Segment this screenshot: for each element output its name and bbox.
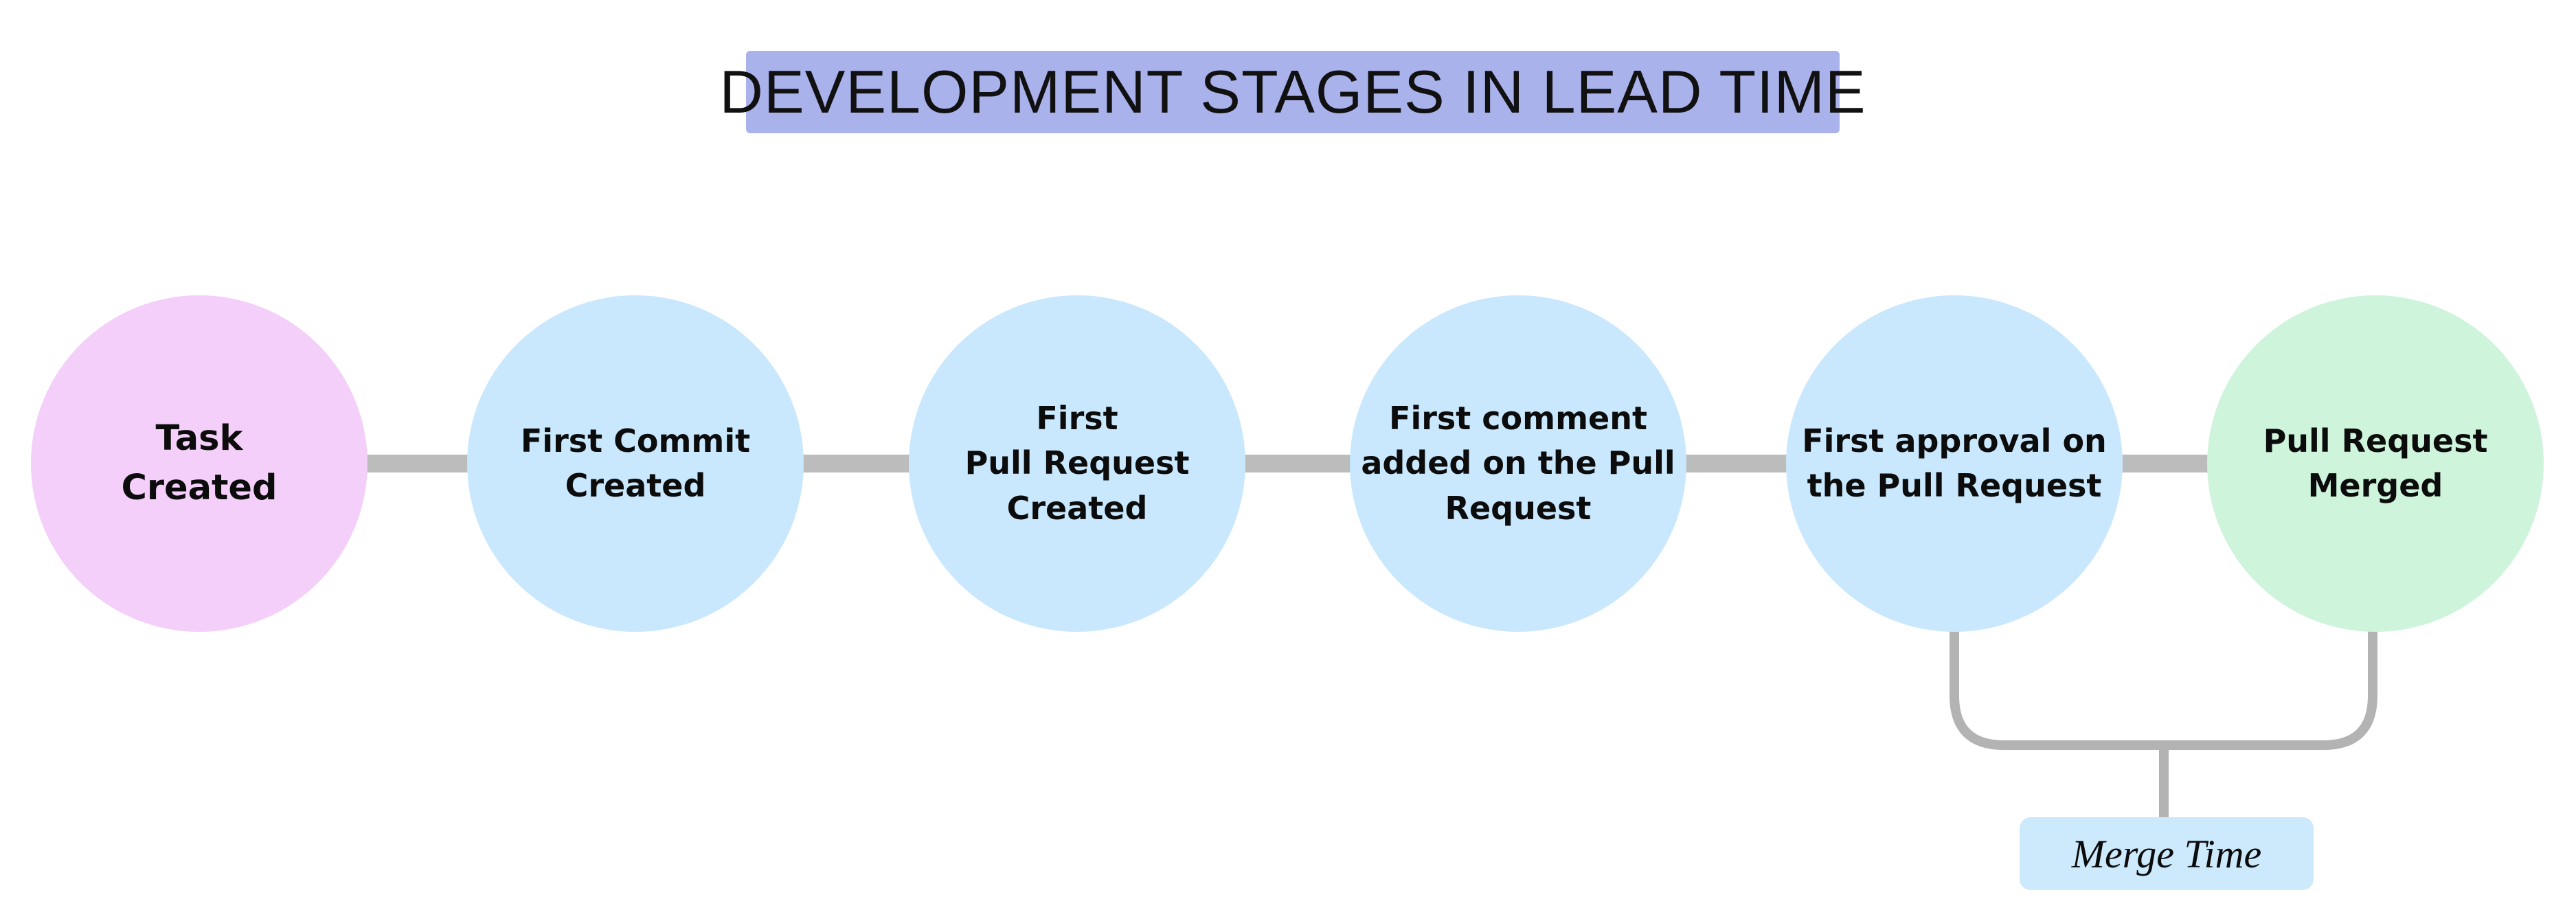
merge-time-label: Merge Time [2020, 817, 2314, 890]
stage-label: First comment added on the Pull Request [1361, 400, 1675, 527]
stage-label: Pull Request Merged [2263, 422, 2488, 504]
stage-circle-pull-request-merged: Pull Request Merged [2207, 295, 2544, 632]
page-title: DEVELOPMENT STAGES IN LEAD TIME [719, 58, 1866, 126]
stage-circle-first-pull-request-created: First Pull Request Created [909, 295, 1245, 632]
stage-label: First Pull Request Created [964, 400, 1190, 527]
bracket-curve [1950, 626, 2377, 750]
stage-circle-first-commit-created: First Commit Created [467, 295, 804, 632]
stage-label: First Commit Created [520, 422, 751, 504]
stage-circle-task-created: Task Created [31, 295, 368, 632]
title-banner: DEVELOPMENT STAGES IN LEAD TIME [719, 51, 1866, 133]
stage-label: Task Created [121, 418, 278, 508]
stage-label: First approval on the Pull Request [1802, 422, 2107, 504]
stage-circle-first-approval: First approval on the Pull Request [1786, 295, 2123, 632]
merge-time-text: Merge Time [2071, 831, 2262, 876]
stage-circle-first-comment-added: First comment added on the Pull Request [1350, 295, 1686, 632]
